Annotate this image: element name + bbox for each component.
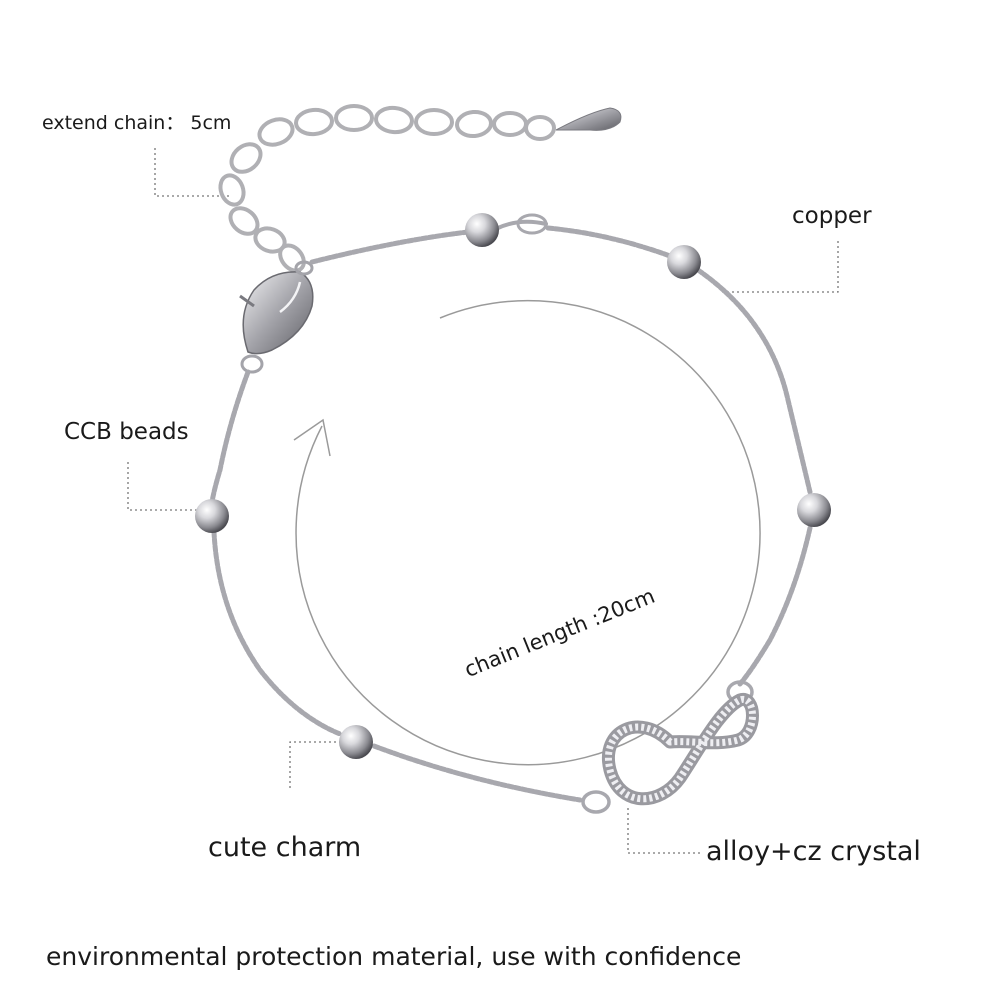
leader-cute-charm: [289, 741, 340, 788]
leader-ccb-beads: [127, 462, 198, 511]
bead: [797, 493, 831, 527]
label-alloy-crystal: alloy+cz crystal: [706, 836, 921, 867]
leader-copper: [722, 238, 839, 293]
label-ccb-beads: CCB beads: [64, 419, 189, 445]
leader-extend-chain: [154, 148, 232, 197]
label-extend-chain: extend chain： 5cm: [42, 112, 232, 134]
chain-length-arrow: [293, 299, 761, 766]
lobster-clasp: [239, 260, 314, 374]
teardrop-end: [555, 107, 622, 131]
footer-text: environmental protection material, use w…: [46, 942, 742, 971]
extend-chain: [218, 104, 556, 273]
leader-alloy-crystal: [627, 808, 702, 854]
infinity-charm: [581, 680, 759, 814]
bead: [465, 213, 499, 247]
label-copper: copper: [792, 203, 872, 229]
bead: [195, 499, 229, 533]
leader-lines: [127, 148, 839, 854]
bead: [667, 245, 701, 279]
label-cute-charm: cute charm: [208, 832, 362, 863]
bead: [339, 725, 373, 759]
ccb-beads: [195, 213, 831, 759]
main-chain: [209, 213, 813, 803]
